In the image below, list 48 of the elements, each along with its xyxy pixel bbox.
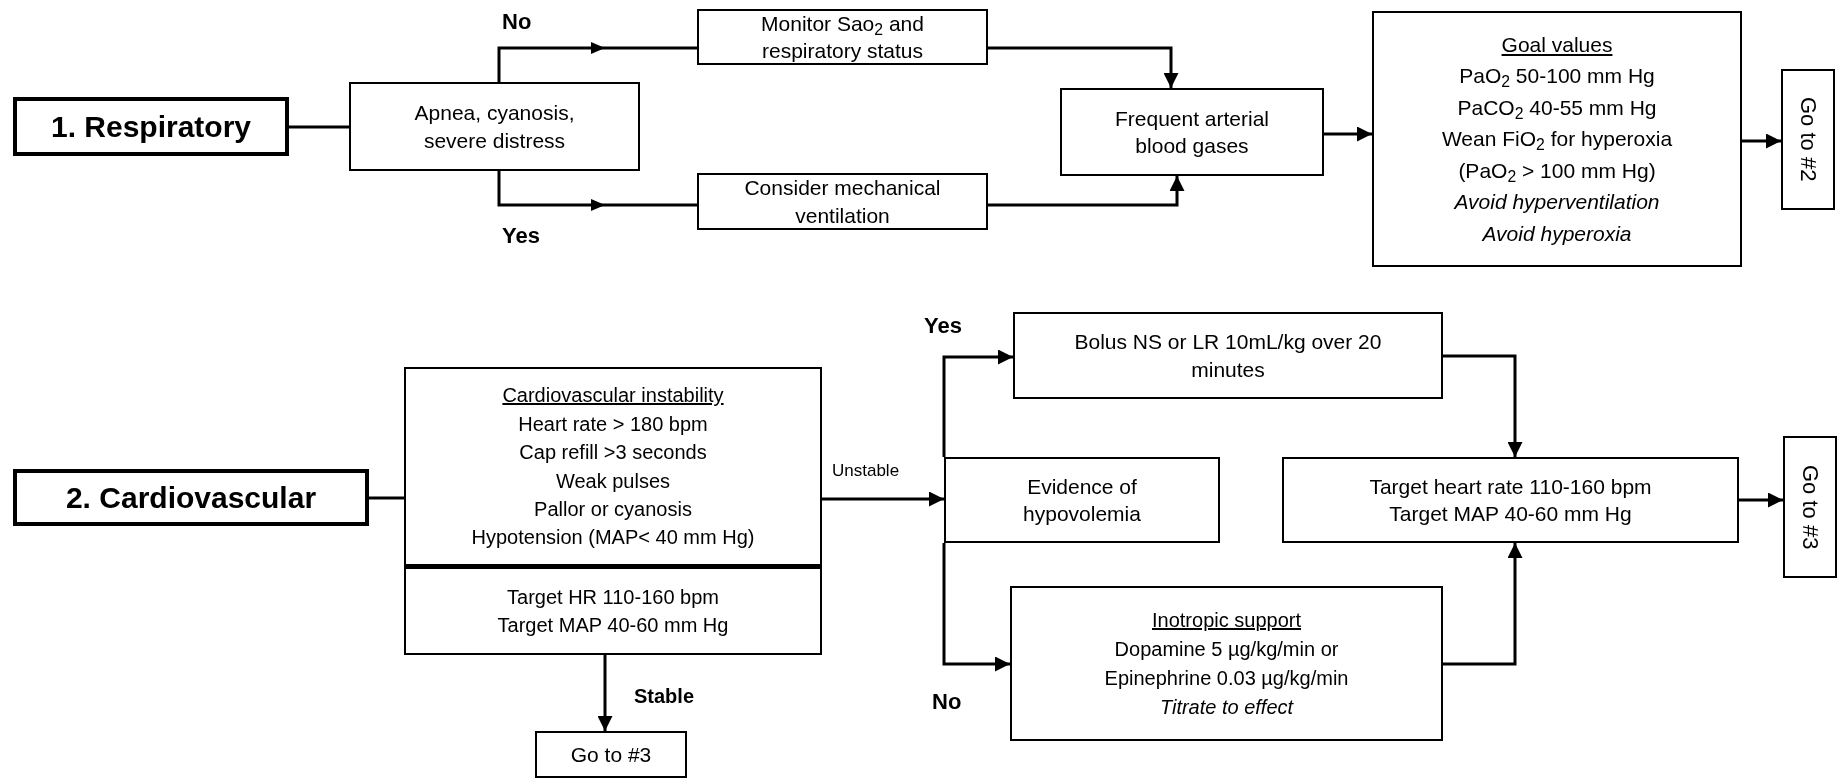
goto-box bbox=[535, 731, 687, 778]
process-box bbox=[1372, 11, 1742, 267]
box-text: Apnea, cyanosis, severe distress bbox=[413, 100, 576, 154]
process-box bbox=[404, 367, 822, 566]
box-text: Epinephrine 0.03 µg/kg/min bbox=[1104, 665, 1349, 691]
box-text: Bolus NS or LR 10mL/kg over 20 minutes bbox=[1073, 329, 1383, 383]
box-text: Inotropic support bbox=[1152, 607, 1301, 633]
box-text: Avoid hyperoxia bbox=[1482, 220, 1632, 247]
box-text: Target heart rate 110-160 bpm bbox=[1369, 473, 1652, 500]
decision-box bbox=[349, 82, 640, 171]
process-box bbox=[1282, 457, 1739, 543]
box-text: Heart rate > 180 bpm bbox=[518, 411, 708, 437]
section-heading-box bbox=[13, 469, 369, 526]
box-text: Target MAP 40-60 mm Hg bbox=[497, 613, 729, 638]
box-text: Cap refill >3 seconds bbox=[519, 440, 707, 466]
box-text: Weak pulses bbox=[555, 468, 671, 494]
box-text: 1. Respiratory bbox=[50, 109, 252, 145]
box-text: Goal values bbox=[1501, 31, 1613, 58]
decision-box bbox=[944, 457, 1220, 543]
box-text: Pallor or cyanosis bbox=[534, 496, 692, 522]
box-text: Hypotension (MAP< 40 mm Hg) bbox=[471, 525, 755, 551]
process-box bbox=[697, 9, 988, 65]
process-box bbox=[404, 566, 822, 655]
box-text: Monitor Sao$_{2}$ and respiratory status bbox=[760, 10, 925, 64]
process-box bbox=[697, 173, 988, 230]
box-text: Dopamine 5 µg/kg/min or bbox=[1114, 636, 1339, 662]
process-box bbox=[1060, 88, 1324, 176]
box-text: Frequent arterial blood gases bbox=[1113, 105, 1271, 159]
box-text: Go to #3 bbox=[570, 741, 652, 768]
box-text: Avoid hyperventilation bbox=[1454, 189, 1660, 216]
box-text: (PaO$_{2}$ > 100 mm Hg) bbox=[1458, 157, 1656, 187]
box-text: PaCO$_{2}$ 40-55 mm Hg bbox=[1457, 94, 1657, 124]
box-text: Go to #3 bbox=[1796, 464, 1824, 550]
process-box bbox=[1013, 312, 1443, 399]
box-text: Wean FiO$_{2}$ for hyperoxia bbox=[1441, 126, 1673, 155]
goto-box bbox=[1781, 69, 1835, 210]
goto-box bbox=[1783, 436, 1837, 578]
box-text: Evidence of hypovolemia bbox=[1022, 473, 1142, 527]
section-heading-box bbox=[13, 97, 289, 156]
box-text: PaO$_{2}$ 50-100 mm Hg bbox=[1459, 63, 1655, 92]
process-box bbox=[1010, 586, 1443, 741]
box-text: Consider mechanical ventilation bbox=[743, 175, 942, 229]
box-text: Go to #2 bbox=[1794, 97, 1822, 182]
box-text: 2. Cardiovascular bbox=[65, 480, 317, 516]
box-text: Titrate to effect bbox=[1159, 694, 1294, 720]
box-text: Cardiovascular instability bbox=[502, 383, 724, 409]
box-text: Target MAP 40-60 mm Hg bbox=[1389, 501, 1632, 527]
box-text: Target HR 110-160 bpm bbox=[507, 585, 719, 610]
